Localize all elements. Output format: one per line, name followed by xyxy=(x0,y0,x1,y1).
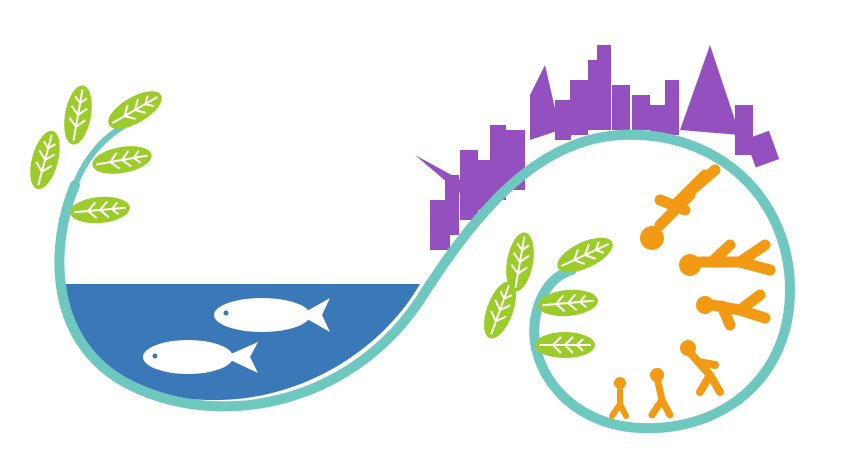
leaf-branch-left xyxy=(23,82,169,227)
infinity-loop xyxy=(54,129,796,434)
skyline-icon xyxy=(415,45,780,250)
water xyxy=(58,284,420,401)
people-evolution-icon xyxy=(609,164,776,419)
fish-icon xyxy=(143,298,330,374)
